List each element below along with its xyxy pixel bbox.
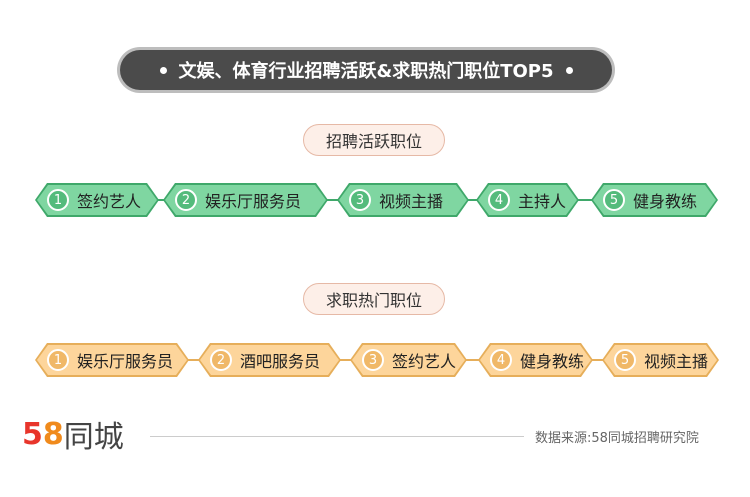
list-item: 1 娱乐厅服务员 <box>35 343 189 377</box>
item-label: 主持人 <box>518 192 567 211</box>
logo-text: 同城 <box>63 420 124 455</box>
dot-icon <box>565 66 573 74</box>
rank-badge: 1 <box>47 349 69 371</box>
footer-divider <box>150 436 524 437</box>
rank-badge: 2 <box>175 189 197 211</box>
list-item: 3 签约艺人 <box>350 343 467 377</box>
rank-badge: 2 <box>210 349 232 371</box>
list-item: 2 酒吧服务员 <box>198 343 341 377</box>
list-item: 2 娱乐厅服务员 <box>163 183 328 217</box>
item-label: 视频主播 <box>379 192 444 211</box>
logo-8: 8 <box>42 416 64 452</box>
rank-badge: 5 <box>614 349 636 371</box>
section-label-jobseek: 求职热门职位 <box>303 283 445 315</box>
list-item: 1 签约艺人 <box>35 183 159 217</box>
list-item: 5 视频主播 <box>602 343 719 377</box>
item-label: 签约艺人 <box>392 352 457 371</box>
recruit-row: 1 签约艺人 2 娱乐厅服务员 3 视频主播 4 主持人 5 健身教练 <box>0 183 750 217</box>
item-label: 娱乐厅服务员 <box>77 352 174 371</box>
list-item: 3 视频主播 <box>337 183 469 217</box>
rank-badge: 1 <box>47 189 69 211</box>
section-label-recruit: 招聘活跃职位 <box>303 124 445 156</box>
rank-badge: 4 <box>488 189 510 211</box>
item-label: 视频主播 <box>644 352 709 371</box>
logo-5: 5 <box>22 416 43 452</box>
title-text: 文娱、体育行业招聘活跃&求职热门职位TOP5 <box>178 61 554 82</box>
item-label: 健身教练 <box>520 352 585 371</box>
data-source: 数据来源:58同城招聘研究院 <box>535 431 699 446</box>
item-label: 签约艺人 <box>77 192 142 211</box>
rank-badge: 5 <box>603 189 625 211</box>
list-item: 4 主持人 <box>476 183 579 217</box>
rank-badge: 3 <box>362 349 384 371</box>
item-label: 娱乐厅服务员 <box>205 192 302 211</box>
dot-icon <box>159 66 167 74</box>
rank-badge: 4 <box>490 349 512 371</box>
list-item: 4 健身教练 <box>478 343 593 377</box>
item-label: 酒吧服务员 <box>240 352 321 371</box>
rank-badge: 3 <box>349 189 371 211</box>
item-label: 健身教练 <box>633 192 698 211</box>
list-item: 5 健身教练 <box>591 183 718 217</box>
page-title: 文娱、体育行业招聘活跃&求职热门职位TOP5 <box>120 50 612 90</box>
jobseek-row: 1 娱乐厅服务员 2 酒吧服务员 3 签约艺人 4 健身教练 5 视频主播 <box>0 343 750 377</box>
